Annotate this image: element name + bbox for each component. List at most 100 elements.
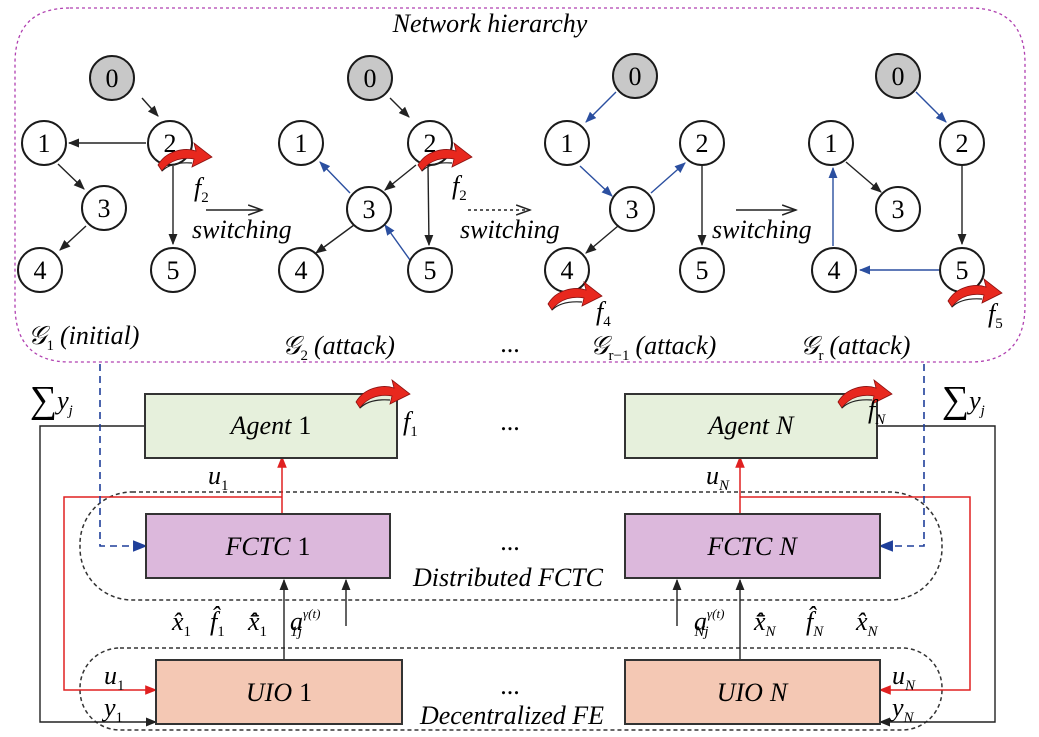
- node-label: 3: [98, 194, 111, 223]
- agent-n-block: [624, 393, 878, 459]
- sum-yj-right: ∑yj: [942, 379, 985, 421]
- uio-1-u-label: u1: [104, 661, 125, 694]
- node-label: 1: [825, 129, 838, 158]
- node-3: [609, 186, 655, 232]
- attacked-fault-label: f2: [194, 173, 209, 206]
- uio-1-y-label: y1: [101, 693, 123, 726]
- node-1: [278, 120, 324, 166]
- node-label: 3: [363, 195, 376, 224]
- node-5: [407, 247, 453, 293]
- node-3: [81, 185, 127, 231]
- switching-label: switching: [712, 215, 812, 244]
- attacked-fault-label: f4: [596, 297, 611, 330]
- node-0: [612, 53, 658, 99]
- x-hat-n-label: x̂N: [855, 607, 879, 640]
- uio-n-block: [624, 659, 881, 725]
- node-label: 0: [106, 64, 119, 93]
- uio-ellipsis: ...: [500, 671, 520, 700]
- switching-label: switching: [460, 215, 560, 244]
- x-bar-hat-1-label: x̄̂1: [247, 607, 267, 640]
- graph-1: 0 1 2 3 4 5 f2 𝒢1(initial): [17, 55, 213, 354]
- control-wire-left: [63, 496, 282, 695]
- graph-r-minus-1: 0 1 2 3 4 5 f4 𝒢r−1(attack): [544, 53, 725, 364]
- node-label: 0: [364, 64, 377, 93]
- decentralized-fe-label: Decentralized FE: [419, 701, 604, 730]
- node-label: 5: [956, 256, 969, 285]
- network-hierarchy-boundary: [14, 7, 1026, 363]
- node-label: 4: [34, 256, 47, 285]
- node-label: 4: [828, 256, 841, 285]
- switching-label: switching: [192, 215, 292, 244]
- attacked-fault-label: f2: [452, 171, 467, 204]
- node-0: [347, 55, 393, 101]
- a-1j-label: aγ(t)1j: [290, 606, 320, 640]
- x-hat-1-label: x̂1: [171, 607, 191, 640]
- f-hat-n-label: f̂N: [806, 607, 824, 640]
- node-label: 3: [626, 195, 639, 224]
- distributed-fctc-label: Distributed FCTC: [412, 563, 604, 592]
- uio-1-block: [155, 659, 403, 725]
- node-label: 0: [892, 62, 905, 91]
- u1-label: u1: [208, 461, 229, 494]
- node-4: [278, 247, 324, 293]
- node-label: 0: [629, 62, 642, 91]
- node-label: 4: [561, 256, 574, 285]
- node-1: [544, 120, 590, 166]
- un-label: uN: [706, 461, 730, 494]
- node-1: [808, 120, 854, 166]
- node-3: [346, 186, 392, 232]
- node-label: 5: [424, 256, 437, 285]
- output-wire-right: [877, 425, 996, 727]
- node-label: 1: [38, 129, 51, 158]
- node-0: [89, 55, 135, 101]
- graph-r-caption: 𝒢r(attack): [800, 331, 910, 364]
- graph-1-caption: 𝒢1(initial): [28, 321, 139, 354]
- node-label: 5: [167, 256, 180, 285]
- fault-n-label: fN: [868, 395, 886, 428]
- uio-n-u-label: uN: [892, 661, 916, 694]
- node-label: 2: [696, 129, 709, 158]
- a-nj-label: aγ(t)Nj: [693, 606, 724, 640]
- node-label: 2: [956, 129, 969, 158]
- graph-r-minus-1-caption: 𝒢r−1(attack): [590, 331, 716, 364]
- node-4: [17, 247, 63, 293]
- topology-wire-right: [878, 364, 925, 552]
- agents-ellipsis: ...: [500, 407, 520, 436]
- node-2: [939, 120, 985, 166]
- node-label: 1: [295, 129, 308, 158]
- graph-2: 0 1 2 3 4 5 f2 𝒢2(attack): [278, 55, 473, 364]
- distributed-fctc-group: [79, 491, 943, 601]
- uio-n-y-label: yN: [889, 693, 915, 726]
- fctc-n-block: [624, 513, 881, 579]
- agent-1-block: [144, 393, 398, 459]
- x-bar-hat-n-label: x̄̂N: [753, 607, 777, 640]
- node-2: [679, 120, 725, 166]
- node-label: 3: [892, 195, 905, 224]
- attacked-fault-label: f5: [988, 299, 1003, 332]
- fctc-ellipsis: ...: [500, 527, 520, 556]
- fctc-1-block: [145, 513, 391, 579]
- fault-1-label: f1: [403, 407, 418, 440]
- graphs-ellipsis: ...: [500, 329, 520, 358]
- node-3: [875, 186, 921, 232]
- node-label: 2: [164, 129, 177, 158]
- node-4: [811, 247, 857, 293]
- node-label: 2: [424, 129, 437, 158]
- node-0: [875, 53, 921, 99]
- node-5: [679, 247, 725, 293]
- sum-yj-left: ∑yj: [30, 379, 73, 421]
- node-label: 4: [295, 256, 308, 285]
- control-wire-right: [740, 496, 971, 695]
- graph-2-caption: 𝒢2(attack): [282, 331, 395, 364]
- graph-r: 0 1 2 3 4 5 f5 𝒢r(attack): [800, 53, 1003, 364]
- node-label: 5: [696, 256, 709, 285]
- f-hat-1-label: f̂1: [210, 607, 225, 640]
- topology-wire-left: [99, 364, 148, 552]
